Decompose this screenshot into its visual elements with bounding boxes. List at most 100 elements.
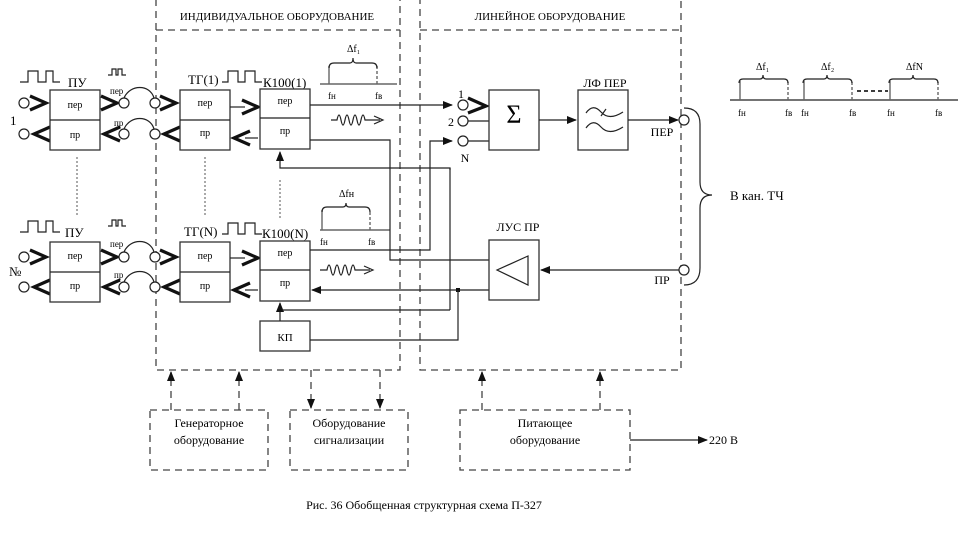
- svg-text:fн: fн: [801, 108, 809, 118]
- pu-label: ПУ: [68, 75, 87, 90]
- svg-text:Δf₁: Δf₁: [347, 44, 360, 55]
- svg-text:Δf₁: Δf₁: [756, 62, 769, 73]
- svg-text:fв: fв: [368, 237, 375, 247]
- svg-text:пер: пер: [68, 251, 83, 262]
- sine-wave-icon: [320, 264, 370, 276]
- svg-text:N: N: [461, 151, 470, 165]
- pulse-signal-icon: [20, 70, 60, 83]
- brace-icon: [683, 107, 713, 286]
- svg-text:пер: пер: [198, 251, 213, 262]
- svg-text:пер: пер: [198, 98, 213, 109]
- terminal-icon[interactable]: [149, 281, 161, 293]
- svg-text:пр: пр: [114, 270, 124, 280]
- power-block[interactable]: Питающее оборудование: [459, 409, 631, 471]
- rx-line-terminal[interactable]: [678, 264, 690, 276]
- svg-text:Оборудование: Оборудование: [313, 416, 386, 430]
- terminal-icon[interactable]: [118, 128, 130, 140]
- svg-text:пр: пр: [70, 281, 80, 292]
- link-tx-label: пер: [110, 86, 124, 96]
- linear-equipment-frame: ЛИНЕЙНОЕ ОБОРУДОВАНИЕ: [419, 0, 682, 371]
- svg-text:fв: fв: [785, 108, 792, 118]
- svg-text:пер: пер: [110, 239, 124, 249]
- rx-out-label: ПР: [654, 273, 670, 287]
- svg-text:пер: пер: [278, 96, 293, 107]
- individual-equipment-frame: ИНДИВИДУАЛЬНОЕ ОБОРУДОВАНИЕ: [155, 0, 401, 371]
- terminal-icon[interactable]: [118, 251, 130, 263]
- svg-text:Δfн: Δfн: [339, 189, 355, 200]
- terminal-icon[interactable]: [149, 251, 161, 263]
- svg-text:КП: КП: [277, 332, 292, 344]
- terminal-icon[interactable]: [457, 99, 469, 111]
- sigma-icon: Σ: [506, 100, 521, 129]
- terminal-icon[interactable]: [18, 128, 30, 140]
- tg-block[interactable]: пер пр: [179, 89, 231, 151]
- svg-text:оборудование: оборудование: [510, 433, 580, 447]
- svg-text:fн: fн: [738, 108, 746, 118]
- terminal-icon[interactable]: [149, 97, 161, 109]
- channel-1: ПУ 1 пер пр пер пр ТГ(1): [10, 44, 397, 151]
- k100-label: К100(1): [263, 75, 306, 90]
- svg-text:fв: fв: [375, 91, 382, 101]
- pulse-signal-icon: [222, 70, 262, 83]
- terminal-icon[interactable]: [18, 281, 30, 293]
- svg-text:Питающее: Питающее: [518, 416, 573, 430]
- summer-inputs: 1 2 N: [448, 87, 491, 165]
- terminal-icon[interactable]: [18, 251, 30, 263]
- interconnect-wires: [276, 101, 489, 341]
- channel-n: ПУ № пер пр пер пр ТГ(N) пер пр: [9, 189, 390, 352]
- channel-out-label: В кан. ТЧ: [730, 188, 784, 203]
- svg-text:fв: fв: [935, 108, 942, 118]
- individual-equipment-title: ИНДИВИДУАЛЬНОЕ ОБОРУДОВАНИЕ: [180, 11, 375, 23]
- tg-block[interactable]: пер пр: [179, 241, 231, 303]
- channel-number: №: [9, 264, 21, 279]
- spectrum-diagram: Δf₁ fн fв Δf₂ fн fв ΔfN fн fв: [730, 62, 958, 118]
- generator-block[interactable]: Генераторное оборудование: [149, 409, 269, 471]
- pu-block[interactable]: пер пр: [49, 241, 101, 303]
- terminal-icon[interactable]: [118, 97, 130, 109]
- pulse-signal-icon: [108, 68, 126, 76]
- svg-text:пр: пр: [280, 126, 290, 137]
- signaling-block[interactable]: Оборудование сигнализации: [289, 409, 409, 471]
- band-bracket: Δf₁ fн fв: [320, 44, 397, 101]
- svg-text:пр: пр: [200, 128, 210, 139]
- kp-block[interactable]: КП: [259, 320, 311, 352]
- mains-label: 220 В: [709, 433, 738, 447]
- svg-text:ΔfN: ΔfN: [906, 62, 923, 73]
- svg-text:ПУ: ПУ: [65, 225, 84, 240]
- svg-text:fн: fн: [887, 108, 895, 118]
- sine-wave-icon: [331, 114, 380, 126]
- tg-label: ТГ(1): [188, 72, 219, 87]
- k100-block[interactable]: пер пр: [259, 88, 311, 150]
- lf-filter-block[interactable]: [577, 89, 629, 151]
- lf-label: ЛФ ПЕР: [583, 76, 626, 90]
- svg-text:1: 1: [458, 87, 464, 101]
- terminal-icon[interactable]: [18, 97, 30, 109]
- pu-block[interactable]: пер пр: [49, 89, 101, 151]
- svg-text:пр: пр: [200, 281, 210, 292]
- amplifier-icon: [495, 255, 529, 286]
- terminal-icon[interactable]: [457, 115, 469, 127]
- link-rx-label: пр: [114, 118, 124, 128]
- band-bracket: Δfн fн fв: [320, 189, 390, 247]
- tx-line-terminal[interactable]: [678, 114, 690, 126]
- terminal-icon[interactable]: [118, 281, 130, 293]
- linear-equipment-title: ЛИНЕЙНОЕ ОБОРУДОВАНИЕ: [475, 11, 626, 23]
- summer-block[interactable]: Σ: [488, 89, 540, 151]
- svg-text:fн: fн: [328, 91, 336, 101]
- pulse-signal-icon: [108, 219, 126, 227]
- patch-cord: [123, 117, 155, 130]
- filter-icon: [585, 107, 624, 118]
- svg-text:пр: пр: [280, 278, 290, 289]
- lus-amplifier-block[interactable]: [488, 239, 540, 301]
- svg-text:fн: fн: [320, 237, 328, 247]
- pulse-signal-icon: [222, 222, 262, 235]
- terminal-icon[interactable]: [149, 128, 161, 140]
- svg-text:пер: пер: [278, 248, 293, 259]
- k100-block[interactable]: пер пр: [259, 240, 311, 302]
- tx-chevron-icon: [29, 94, 50, 112]
- svg-text:ТГ(N): ТГ(N): [184, 224, 218, 239]
- pulse-signal-icon: [20, 220, 60, 233]
- channel-number: 1: [10, 113, 17, 128]
- terminal-icon[interactable]: [457, 135, 469, 147]
